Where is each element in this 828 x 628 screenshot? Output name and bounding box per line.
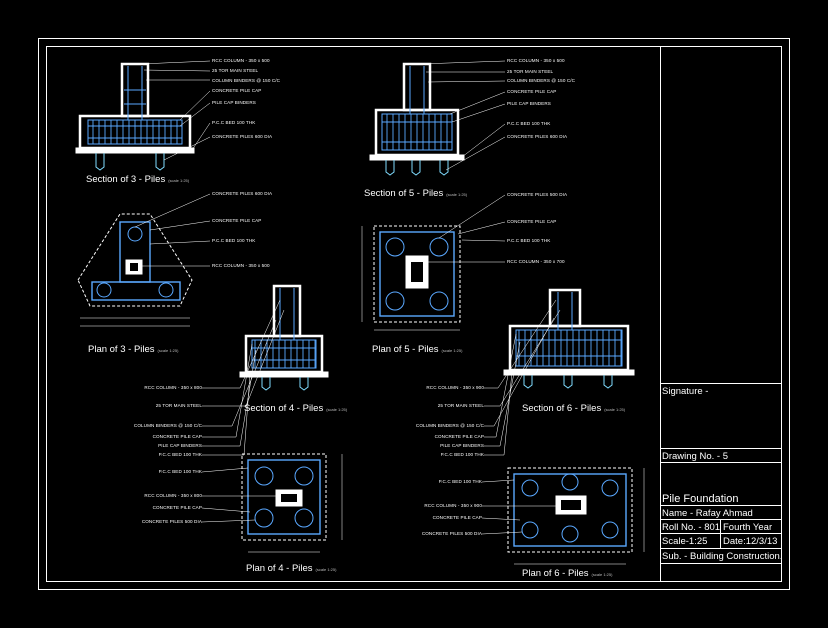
title-section-6: Section of 6 - Piles(scale 1:25)	[522, 403, 626, 414]
label: COLUMN BINDERS @ 150 C/C	[212, 78, 281, 83]
label: RCC COLUMN - 350 x 800	[144, 385, 202, 390]
label: RCC COLUMN - 350 x 800	[144, 493, 202, 498]
tb-line-4	[660, 505, 781, 506]
label: COLUMN BINDERS @ 150 C/C	[415, 423, 484, 428]
label: RCC COLUMN - 350 x 500	[212, 263, 270, 268]
tb-line-7	[660, 548, 781, 549]
label: P.C.C BED 100 THK	[158, 469, 202, 474]
title-plan-6: Plan of 6 - Piles(scale 1:25)	[522, 568, 613, 579]
section-3-leaders	[139, 60, 211, 161]
section-5-piles	[369, 62, 465, 176]
tb-line-8	[660, 563, 781, 564]
title-section-3: Section of 3 - Piles(scale 1:25)	[86, 174, 190, 185]
label: CONCRETE PILE CAP	[152, 505, 202, 510]
plan-5-piles	[361, 225, 461, 331]
label: P.C.C BED 100 THK	[507, 238, 551, 243]
label: CONCRETE PILES 600 DIA	[212, 191, 273, 196]
label: CONCRETE PILE CAP	[212, 218, 262, 223]
label: RCC COLUMN - 350 x 500	[212, 58, 270, 63]
label: CONCRETE PILE CAP	[434, 434, 484, 439]
label: RCC COLUMN - 350 x 700	[507, 259, 565, 264]
title-plan-3: Plan of 3 - Piles(scale 1:25)	[88, 344, 179, 355]
label: COLUMN BINDERS @ 150 C/C	[507, 78, 576, 83]
label: P.C.C BED 100 THK	[440, 452, 484, 457]
plan-3-leaders	[134, 193, 211, 267]
label: 25 TOR MAIN STEEL	[507, 69, 554, 74]
title-section-4: Section of 4 - Piles(scale 1:25)	[244, 403, 348, 414]
label: CONCRETE PILES 600 DIA	[212, 134, 273, 139]
subject-text: Sub. - Building Construction.	[662, 551, 783, 562]
label: COLUMN BINDERS @ 150 C/C	[133, 423, 202, 428]
drawing-title: Pile Foundation	[662, 493, 739, 505]
year: Fourth Year	[723, 522, 773, 533]
label: CONCRETE PILES 500 DIA	[421, 531, 482, 536]
roll-number: Roll No. - 801	[662, 522, 721, 533]
label: PILE CAP BINDERS	[507, 101, 551, 106]
label: 25 TOR MAIN STEEL	[437, 403, 484, 408]
label: CONCRETE PILE CAP	[212, 88, 262, 93]
section-4-leaders	[202, 299, 285, 456]
label: P.C.C BED 100 THK	[507, 121, 551, 126]
label: CONCRETE PILE CAP	[507, 219, 557, 224]
scale-text: Scale-1:25	[662, 536, 708, 547]
outer-border	[38, 38, 790, 590]
date-text: Date:12/3/13	[723, 536, 778, 547]
label: P.C.C BED 100 THK	[158, 452, 202, 457]
label: RCC COLUMN - 350 x 900	[424, 503, 482, 508]
tb-line-1	[660, 383, 781, 384]
plan-5-leaders	[428, 194, 506, 263]
title-plan-4: Plan of 4 - Piles(scale 1:25)	[246, 563, 337, 574]
label: RCC COLUMN - 350 x 900	[426, 385, 484, 390]
plan-6-leaders	[481, 479, 556, 535]
label: 25 TOR MAIN STEEL	[155, 403, 202, 408]
title-plan-5: Plan of 5 - Piles(scale 1:25)	[372, 344, 463, 355]
label: CONCRETE PILES 500 DIA	[507, 192, 568, 197]
label: CONCRETE PILE CAP	[507, 89, 557, 94]
drawing-number: Drawing No. - 5	[662, 451, 728, 462]
label: PILE CAP BINDERS	[212, 100, 256, 105]
student-name: Name - Rafay Ahmad	[662, 508, 753, 519]
label: 25 TOR MAIN STEEL	[212, 68, 259, 73]
label: RCC COLUMN - 350 x 500	[507, 58, 565, 63]
plan-3-piles	[77, 213, 193, 327]
label: CONCRETE PILES 600 DIA	[507, 134, 568, 139]
section-6-leaders	[484, 299, 561, 456]
label: CONCRETE PILE CAP	[432, 515, 482, 520]
label: P.C.C BED 100 THK	[212, 238, 256, 243]
signature-label: Signature -	[662, 386, 709, 397]
plan-6-piles	[507, 467, 645, 565]
label: CONCRETE PILES 500 DIA	[141, 519, 202, 524]
label: P.C.C BED 100 THK	[212, 120, 256, 125]
title-section-5: Section of 5 - Piles(scale 1:25)	[364, 188, 468, 199]
plan-4-piles	[241, 453, 343, 553]
section-3-piles	[75, 62, 195, 171]
label: CONCRETE PILE CAP	[152, 434, 202, 439]
section-6-piles	[503, 288, 635, 389]
plan-4-leaders	[201, 467, 276, 523]
tb-vline-1	[720, 519, 721, 548]
title-block-divider	[660, 46, 661, 582]
tb-line-3	[660, 462, 781, 463]
label: PILE CAP BINDERS	[440, 443, 484, 448]
label: PILE CAP BINDERS	[158, 443, 202, 448]
label: P.C.C BED 100 THK	[438, 479, 482, 484]
inner-border	[46, 46, 782, 582]
section-5-leaders	[419, 60, 506, 171]
tb-line-2	[660, 448, 781, 449]
